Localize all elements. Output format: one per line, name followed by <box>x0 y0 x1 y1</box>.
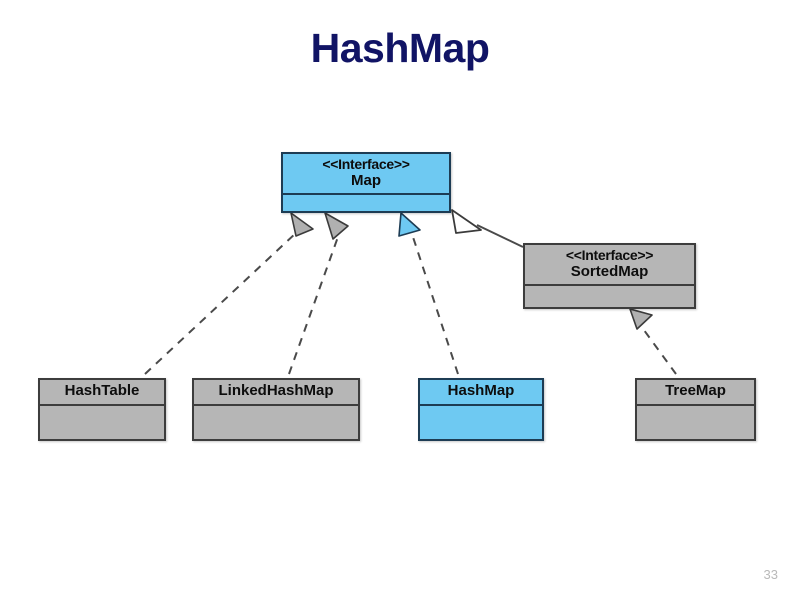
uml-class-hashmap[interactable]: HashMap <box>418 378 544 441</box>
uml-name-sortedmap: SortedMap <box>570 262 649 280</box>
uml-class-treemap[interactable]: TreeMap <box>635 378 756 441</box>
edge-hashtable-to-map <box>144 212 314 375</box>
uml-stereotype-sortedmap: <<Interface>> <box>565 247 654 263</box>
uml-class-linkedhashmap[interactable]: LinkedHashMap <box>192 378 360 441</box>
uml-header-treemap: TreeMap <box>637 380 754 406</box>
hollow-triangle-arrowhead-icon <box>451 209 482 234</box>
edge-sortedmap-to-map <box>451 209 524 248</box>
uml-name-hashtable: HashTable <box>64 382 140 399</box>
uml-header-map: <<Interface>> Map <box>283 154 449 196</box>
uml-members-map <box>283 195 449 211</box>
uml-members-hashmap <box>420 406 542 439</box>
uml-stereotype-map: <<Interface>> <box>322 156 410 172</box>
uml-header-linkedhashmap: LinkedHashMap <box>194 380 358 406</box>
hollow-triangle-arrowhead-icon <box>290 212 314 237</box>
uml-header-hashmap: HashMap <box>420 380 542 406</box>
hollow-triangle-arrowhead-icon <box>398 212 421 237</box>
uml-name-linkedhashmap: LinkedHashMap <box>218 382 334 399</box>
uml-name-hashmap: HashMap <box>447 382 515 399</box>
hollow-triangle-arrowhead-icon <box>629 308 653 330</box>
edge-linkedhashmap-to-map <box>288 212 349 375</box>
uml-members-hashtable <box>40 406 164 439</box>
uml-header-sortedmap: <<Interface>> SortedMap <box>525 245 694 287</box>
uml-members-sortedmap <box>525 286 694 307</box>
edge-hashmap-to-map <box>398 212 459 375</box>
edge-treemap-to-sortedmap <box>629 308 677 375</box>
uml-class-map[interactable]: <<Interface>> Map <box>281 152 451 213</box>
uml-class-hashtable[interactable]: HashTable <box>38 378 166 441</box>
uml-members-linkedhashmap <box>194 406 358 439</box>
uml-name-map: Map <box>351 171 381 189</box>
uml-name-treemap: TreeMap <box>665 382 726 399</box>
page-number: 33 <box>763 567 778 582</box>
uml-members-treemap <box>637 406 754 439</box>
uml-class-sortedmap[interactable]: <<Interface>> SortedMap <box>523 243 696 309</box>
page-title: HashMap <box>310 25 490 71</box>
hollow-triangle-arrowhead-icon <box>324 212 349 240</box>
uml-header-hashtable: HashTable <box>40 380 164 406</box>
